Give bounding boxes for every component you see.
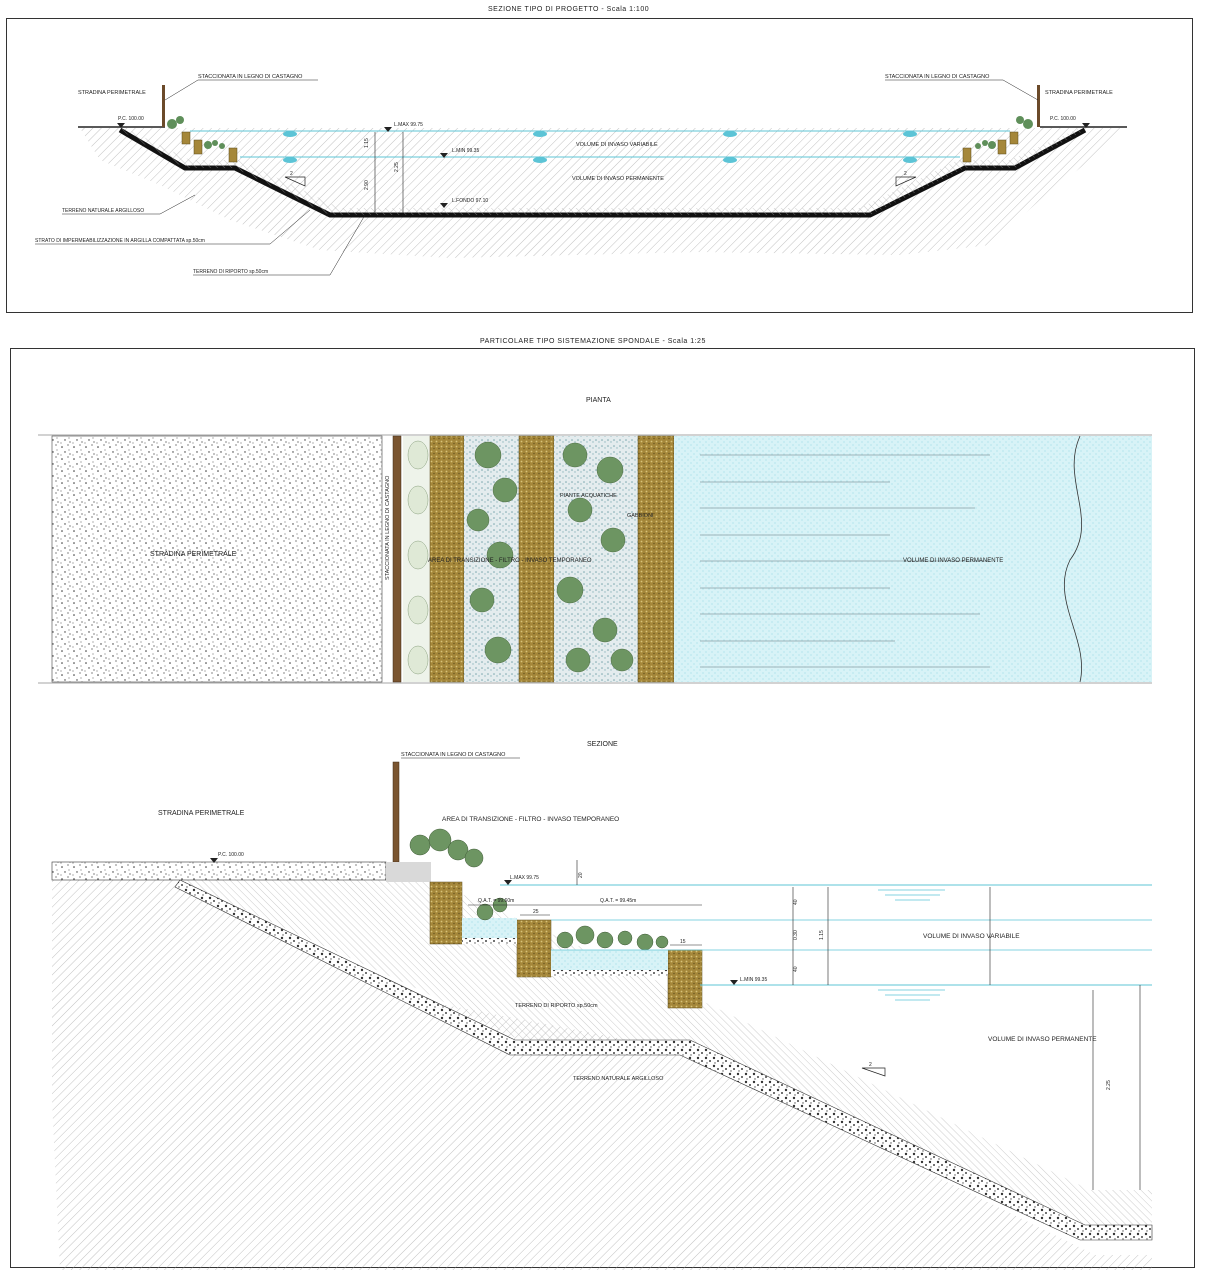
top-label-lfondo: L.FONDO 97.10 bbox=[452, 198, 488, 204]
plan-gravel-2 bbox=[554, 436, 638, 682]
section-dim-c: 15 bbox=[680, 939, 686, 945]
plan-staccionata bbox=[392, 435, 402, 683]
top-label-pc-left: P.C. 100.00 bbox=[118, 116, 144, 122]
section-fill-body bbox=[180, 868, 1152, 1225]
top-label-recinzione-right: STACCIONATA IN LEGNO DI CASTAGNO bbox=[885, 74, 990, 80]
top-label-terreno-riporto: TERRENO DI RIPORTO sp.50cm bbox=[193, 269, 268, 275]
section-dim-b: 40 bbox=[793, 899, 799, 905]
section-gabbion-2 bbox=[516, 919, 552, 978]
top-label-vol-permanente: VOLUME DI INVASO PERMANENTE bbox=[572, 176, 664, 182]
section-dim-g: 0.30 bbox=[793, 930, 799, 940]
section-ground bbox=[52, 880, 1152, 1270]
section-stradina bbox=[51, 861, 387, 881]
section-label-lmax: L.MAX 99.75 bbox=[510, 875, 539, 881]
section-liner bbox=[174, 879, 1153, 1241]
section-label-quota-2: Q.A.T. = 99.45m bbox=[600, 898, 636, 904]
plan-label-gabbioni: GABBIONI bbox=[627, 513, 654, 519]
top-fence-right bbox=[1037, 85, 1040, 127]
section-gabbion-3 bbox=[667, 949, 703, 1009]
section-dim-b2: 40 bbox=[793, 966, 799, 972]
top-cross-section: 1.15 2.90 2.25 2 2 STACCIONATA IN LEGNO … bbox=[35, 74, 1127, 276]
top-slope-left: 2 bbox=[290, 171, 293, 177]
top-label-strato: STRATO DI IMPERMEABILIZZAZIONE IN ARGILL… bbox=[35, 238, 205, 244]
plan-label-stradina: STRADINA PERIMETRALE bbox=[150, 551, 237, 558]
plan-label-vol-permanente: VOLUME DI INVASO PERMANENTE bbox=[903, 558, 1003, 564]
section-label-area-transizione: AREA DI TRANSIZIONE - FILTRO - INVASO TE… bbox=[442, 816, 619, 823]
plan-label-piante: PIANTE ACQUATICHE bbox=[560, 493, 617, 499]
section-label-pc: P.C. 100.00 bbox=[218, 852, 244, 858]
plan-gabbion-2 bbox=[518, 435, 555, 683]
top-label-stradina-left: STRADINA PERIMETRALE bbox=[78, 90, 146, 96]
plan-heading: PIANTA bbox=[586, 397, 611, 404]
top-dim-2: 2.25 bbox=[394, 162, 400, 172]
plan-gabbion-1 bbox=[429, 435, 465, 683]
detail-section-view: SEZIONE bbox=[51, 741, 1153, 1270]
plan-stradina bbox=[51, 435, 383, 683]
section-label-terreno-riporto: TERRENO DI RIPORTO sp.50cm bbox=[515, 1003, 598, 1009]
section-label-vol-permanente: VOLUME DI INVASO PERMANENTE bbox=[988, 1036, 1097, 1043]
section-label-terreno: TERRENO NATURALE ARGILLOSO bbox=[573, 1076, 664, 1082]
section-label-quota-1: Q.A.T. = 99.60m bbox=[478, 898, 514, 904]
top-label-stradina-right: STRADINA PERIMETRALE bbox=[1045, 90, 1113, 96]
detail-section-title: PARTICOLARE TIPO SISTEMAZIONE SPONDALE -… bbox=[480, 338, 706, 345]
top-label-lmin: L.MIN 99.35 bbox=[452, 148, 479, 154]
top-gabbions bbox=[181, 131, 1019, 163]
top-label-lmax: L.MAX 99.75 bbox=[394, 122, 423, 128]
top-section-title: SEZIONE TIPO DI PROGETTO - Scala 1:100 bbox=[488, 6, 650, 13]
section-label-stradina: STRADINA PERIMETRALE bbox=[158, 810, 245, 817]
plan-water bbox=[674, 436, 1152, 682]
plan-label-area-transizione: AREA DI TRANSIZIONE - FILTRO - INVASO TE… bbox=[428, 558, 592, 564]
plan-label-staccionata: STACCIONATA IN LEGNO DI CASTAGNO bbox=[385, 475, 391, 580]
top-dim-1: 1.15 bbox=[364, 138, 370, 148]
top-ground-fill bbox=[80, 128, 1125, 258]
section-shrubs bbox=[409, 828, 669, 951]
top-slope-right: 2 bbox=[904, 171, 907, 177]
plan-plants bbox=[466, 441, 634, 673]
top-label-pc-right: P.C. 100.00 bbox=[1050, 116, 1076, 122]
top-dim-3: 2.90 bbox=[364, 180, 370, 190]
section-dim-d: 20 bbox=[578, 872, 584, 878]
section-label-vol-variabile: VOLUME DI INVASO VARIABILE bbox=[923, 933, 1020, 940]
top-fence-left bbox=[162, 85, 165, 127]
top-label-recinzione-left: STACCIONATA IN LEGNO DI CASTAGNO bbox=[198, 74, 303, 80]
section-slope: 2 bbox=[869, 1062, 872, 1068]
plan-gabbion-3 bbox=[637, 435, 675, 683]
section-label-lmin: L.MIN 99.35 bbox=[740, 977, 767, 983]
section-heading: SEZIONE bbox=[587, 741, 618, 748]
section-dim-a: 25 bbox=[533, 909, 539, 915]
plan-view: PIANTA bbox=[38, 397, 1152, 684]
section-dim-e: 1.15 bbox=[819, 930, 825, 940]
top-section-frame bbox=[6, 18, 1193, 313]
top-label-vol-variabile: VOLUME DI INVASO VARIABILE bbox=[576, 142, 658, 148]
top-shrubs-right bbox=[975, 116, 1033, 149]
top-label-terreno: TERRENO NATURALE ARGILLOSO bbox=[62, 208, 144, 214]
top-shrubs-left bbox=[167, 116, 225, 149]
section-dim-f: 2.25 bbox=[1106, 1080, 1112, 1090]
section-gabbion-1 bbox=[429, 881, 463, 945]
section-label-staccionata: STACCIONATA IN LEGNO DI CASTAGNO bbox=[401, 752, 506, 758]
section-staccionata-post bbox=[392, 761, 400, 863]
